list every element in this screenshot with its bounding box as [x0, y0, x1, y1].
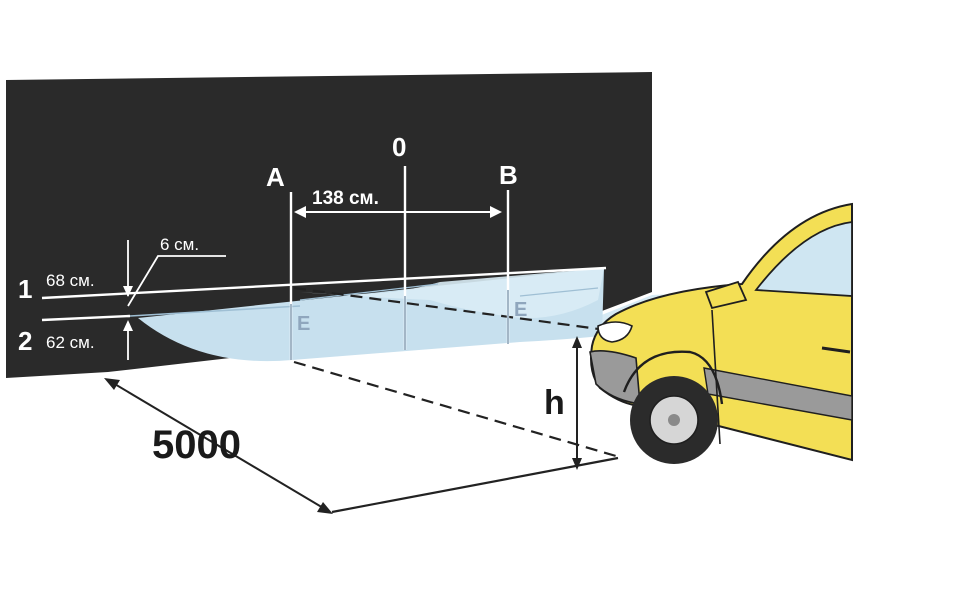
label-point-a: A — [266, 162, 285, 192]
dashed-beam-axis — [293, 286, 607, 332]
label-e-right: E — [514, 299, 527, 321]
offset-6-leader — [127, 255, 226, 307]
distance-arrow — [107, 379, 331, 513]
floor-line — [331, 456, 619, 514]
label-distance: 5000 — [152, 423, 241, 467]
car-door-handle — [821, 346, 851, 354]
label-line-2-num: 2 — [18, 326, 32, 356]
label-offset-6: 6 см. — [160, 235, 199, 254]
car-hub — [668, 414, 680, 426]
car — [589, 202, 853, 464]
dimension-ab-arrowhead-right — [490, 206, 502, 218]
label-width-ab: 138 см. — [312, 188, 379, 209]
spot-inner-left — [299, 283, 439, 301]
car-bumper — [589, 350, 641, 405]
distance-arrowhead-right — [317, 502, 333, 514]
car-headlight — [597, 321, 633, 343]
label-e-left: E — [297, 313, 310, 335]
distance-arrowhead-left — [104, 378, 120, 390]
label-line-2-height: 62 см. — [46, 333, 95, 352]
dimension-ab-arrowhead-left — [294, 206, 306, 218]
label-line-1-num: 1 — [18, 274, 32, 304]
height-arrowhead-bottom — [572, 458, 582, 470]
reference-line-2-spot — [129, 305, 301, 317]
dimension-62-arrowhead — [123, 320, 133, 331]
dashed-floor-line — [293, 360, 617, 458]
dimension-68-arrowhead — [123, 286, 133, 297]
car-wheel-arch — [622, 350, 724, 405]
label-point-b: B — [499, 160, 518, 190]
car-side-stripe — [703, 367, 853, 421]
car-mirror — [704, 280, 748, 310]
reference-line-2 — [41, 314, 131, 322]
light-spot-upper-lobe — [300, 268, 604, 319]
label-point-zero: 0 — [392, 132, 406, 162]
car-windshield — [754, 220, 853, 297]
height-arrowhead-top — [572, 336, 582, 348]
spot-inner-right — [519, 287, 599, 297]
label-height: h — [544, 384, 565, 422]
label-line-1-height: 68 см. — [46, 271, 95, 290]
